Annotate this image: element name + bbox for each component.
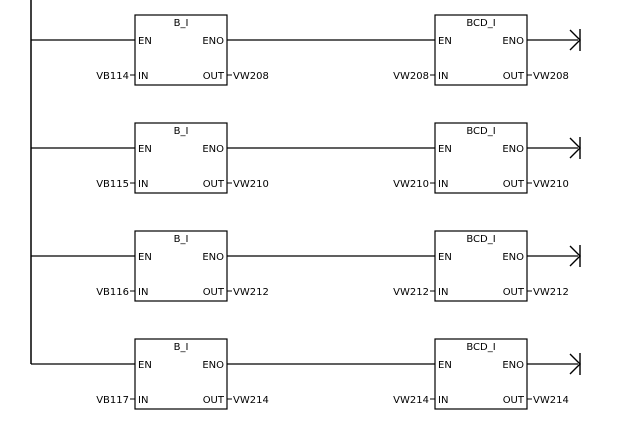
out-operand: VW212 [533,287,569,298]
pin-in-label: IN [138,71,148,82]
pin-eno-label: ENO [202,252,224,263]
pin-in-label: IN [438,395,448,406]
out-operand: VW214 [533,395,569,406]
in-operand: VB115 [96,179,129,190]
pin-en-label: EN [438,360,452,371]
pin-out-label: OUT [503,179,525,190]
out-operand: VW208 [233,71,269,82]
pin-eno-label: ENO [202,144,224,155]
box-title: BCD_I [466,126,495,137]
box-title: B_I [174,18,189,29]
pin-in-label: IN [438,287,448,298]
pin-in-label: IN [438,71,448,82]
bcd-i-box[interactable]: BCD_I EN ENO IN OUT VW212 VW212 [393,230,569,302]
box-title: B_I [174,126,189,137]
in-operand: VB116 [96,287,129,298]
pin-en-label: EN [438,36,452,47]
pin-en-label: EN [138,252,152,263]
box-title: BCD_I [466,234,495,245]
bcd-i-box-frame [434,230,528,302]
pin-in-label: IN [138,287,148,298]
in-operand: VW214 [393,395,429,406]
pin-out-label: OUT [503,287,525,298]
b-i-box[interactable]: B_I EN ENO IN OUT VB114 VW208 [96,14,269,86]
bcd-i-box[interactable]: BCD_I EN ENO IN OUT VW208 VW208 [393,14,569,86]
rung-1: B_I EN ENO IN OUT VB114 VW208 BCD_I EN ENO IN OUT VW… [31,14,581,86]
b-i-box[interactable]: B_I EN ENO IN OUT VB115 VW210 [96,122,269,194]
box-title: BCD_I [466,18,495,29]
b-i-box-frame [134,230,228,302]
pin-out-label: OUT [203,395,225,406]
b-i-box-frame [134,14,228,86]
pin-en-label: EN [438,252,452,263]
pin-in-label: IN [138,179,148,190]
b-i-box-frame [134,122,228,194]
b-i-box[interactable]: B_I EN ENO IN OUT VB117 VW214 [96,338,269,410]
out-operand: VW210 [233,179,269,190]
out-operand: VW208 [533,71,569,82]
rung-3: B_I EN ENO IN OUT VB116 VW212 BCD_I EN ENO IN OUT VW… [31,230,581,302]
box-title: B_I [174,234,189,245]
box-title: BCD_I [466,342,495,353]
bcd-i-box-frame [434,338,528,410]
out-operand: VW212 [233,287,269,298]
pin-out-label: OUT [203,287,225,298]
pin-en-label: EN [138,144,152,155]
in-operand: VB114 [96,71,129,82]
rung-4: B_I EN ENO IN OUT VB117 VW214 BCD_I EN ENO IN OUT VW… [31,338,581,410]
rung-2: B_I EN ENO IN OUT VB115 VW210 BCD_I EN ENO IN OUT VW… [31,122,581,194]
pin-eno-label: ENO [202,36,224,47]
pin-out-label: OUT [503,71,525,82]
b-i-box[interactable]: B_I EN ENO IN OUT VB116 VW212 [96,230,269,302]
pin-out-label: OUT [203,71,225,82]
pin-eno-label: ENO [502,36,524,47]
pin-out-label: OUT [503,395,525,406]
pin-en-label: EN [438,144,452,155]
in-operand: VW212 [393,287,429,298]
bcd-i-box[interactable]: BCD_I EN ENO IN OUT VW210 VW210 [393,122,569,194]
pin-in-label: IN [138,395,148,406]
out-operand: VW214 [233,395,269,406]
pin-eno-label: ENO [202,360,224,371]
pin-eno-label: ENO [502,144,524,155]
out-operand: VW210 [533,179,569,190]
pin-en-label: EN [138,360,152,371]
bcd-i-box-frame [434,14,528,86]
pin-eno-label: ENO [502,360,524,371]
box-title: B_I [174,342,189,353]
bcd-i-box-frame [434,122,528,194]
pin-out-label: OUT [203,179,225,190]
pin-in-label: IN [438,179,448,190]
pin-en-label: EN [138,36,152,47]
pin-eno-label: ENO [502,252,524,263]
b-i-box-frame [134,338,228,410]
in-operand: VW210 [393,179,429,190]
bcd-i-box[interactable]: BCD_I EN ENO IN OUT VW214 VW214 [393,338,569,410]
in-operand: VB117 [96,395,129,406]
in-operand: VW208 [393,71,429,82]
